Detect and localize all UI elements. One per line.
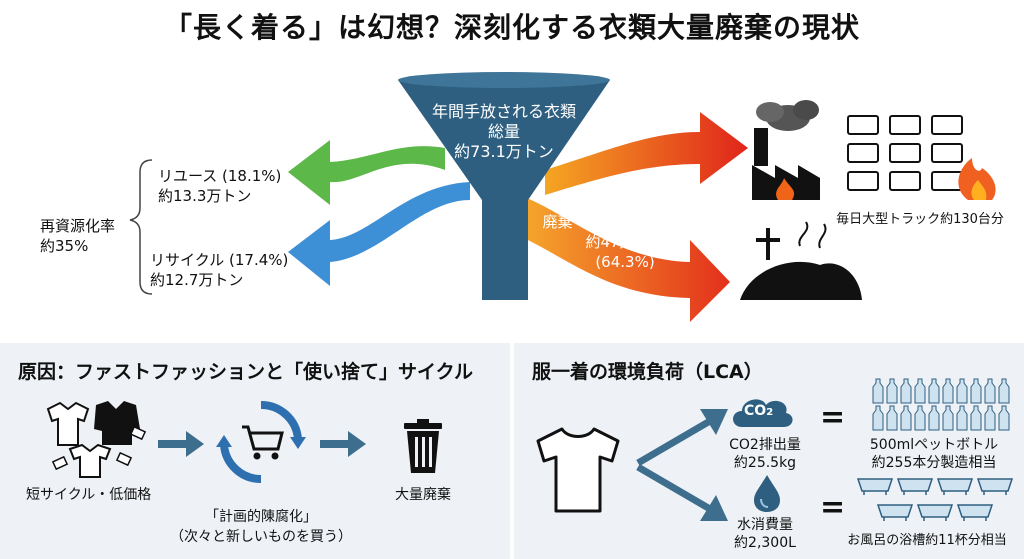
clothes-icon xyxy=(46,401,147,478)
recycle-label-2: 約12.7万トン xyxy=(150,271,244,289)
trash-can-icon xyxy=(404,419,442,473)
cycle-label-1: 「計画的陳腐化」 xyxy=(205,509,317,525)
funnel-label-3: 約73.1万トン xyxy=(454,142,554,161)
trash-label: 大量廃棄 xyxy=(395,487,451,503)
arrow-right-icon-2 xyxy=(320,431,366,457)
bottle-mark xyxy=(956,378,968,404)
factory-icon xyxy=(752,100,820,200)
recycle-rate-label-2: 約35% xyxy=(40,237,89,255)
disposal-arrow-lower xyxy=(505,190,730,322)
bottle-mark xyxy=(886,378,898,404)
bottle-mark xyxy=(914,405,926,431)
bottle-mark xyxy=(900,405,912,431)
tshirt-icon xyxy=(536,427,620,513)
bathtub-mark xyxy=(856,478,894,495)
bottle-mark xyxy=(886,405,898,431)
bottle-mark xyxy=(872,405,884,431)
recycle-rate-label-1: 再資源化率 xyxy=(40,217,116,235)
funnel-label-2: 総量 xyxy=(487,122,520,141)
lca-panel-title: 服一着の環境負荷（LCA） xyxy=(532,361,763,383)
reuse-arrow xyxy=(288,140,445,205)
arrow-right-icon xyxy=(158,431,204,457)
disposal-label-3: (64.3%) xyxy=(595,253,655,271)
bottle-mark xyxy=(998,378,1010,404)
truck-label: 毎日大型トラック約130台分 xyxy=(836,212,1004,227)
bottle-mark xyxy=(900,378,912,404)
bathtubs-icon xyxy=(856,478,1014,521)
bottle-mark xyxy=(984,378,996,404)
disposal-label-2: 約47万トン xyxy=(585,233,665,251)
co2-symbol: CO2 xyxy=(744,403,774,419)
bottle-mark xyxy=(998,405,1010,431)
bathtub-mark xyxy=(956,504,994,521)
lca-panel: 服一着の環境負荷（LCA） CO2 CO2排出量 約25.5kg = 500ml… xyxy=(514,343,1024,559)
bottle-mark xyxy=(872,378,884,404)
flow-diagram xyxy=(129,72,996,322)
cause-panel: 原因：ファストファッションと「使い捨て」サイクル 短サイクル・低価格 大量廃棄 … xyxy=(0,343,510,559)
page-title: 「長く着る」は幻想？深刻化する衣類大量廃棄の現状 xyxy=(163,11,860,44)
funnel-shape xyxy=(398,80,610,300)
funnel-rim xyxy=(398,72,610,88)
clothes-label: 短サイクル・低価格 xyxy=(26,487,152,503)
cycle-label-2: （次々と新しいものを買う） xyxy=(170,529,352,545)
bottle-mark xyxy=(914,378,926,404)
landfill-icon xyxy=(740,221,862,300)
bottle-mark xyxy=(970,378,982,404)
disposal-arrow-upper xyxy=(545,112,748,195)
water-label-1: 水消費量 xyxy=(737,517,793,533)
bathtub-mark xyxy=(896,478,934,495)
bathtub-mark xyxy=(876,504,914,521)
reuse-label-2: 約13.3万トン xyxy=(158,187,252,205)
bathtub-mark xyxy=(976,478,1014,495)
funnel-label-1: 年間手放される衣類 xyxy=(431,102,576,121)
water-label-2: 約2,300L xyxy=(734,535,796,551)
bottle-mark xyxy=(928,378,940,404)
cycle-cart-icon xyxy=(216,400,306,484)
disposal-label-1: 廃棄（焼却・埋め立て） xyxy=(542,213,708,231)
co2-label-2: 約25.5kg xyxy=(733,455,797,471)
cause-panel-title: 原因：ファストファッションと「使い捨て」サイクル xyxy=(18,361,474,383)
bottles-label-2: 約255本分製造相当 xyxy=(871,455,997,471)
bottles-icon xyxy=(872,378,1010,431)
equals-sign-top: = xyxy=(820,400,846,435)
branch-arrows-icon xyxy=(636,409,728,521)
bottle-mark xyxy=(970,405,982,431)
bathtub-mark xyxy=(916,504,954,521)
fire-icon xyxy=(958,158,996,200)
bottle-mark xyxy=(942,405,954,431)
bottle-mark xyxy=(928,405,940,431)
bottles-label-1: 500mlペットボトル xyxy=(869,437,999,453)
recycle-rate-bracket xyxy=(129,159,153,295)
bottle-mark xyxy=(984,405,996,431)
bottle-mark xyxy=(942,378,954,404)
trucks-icon xyxy=(847,115,963,191)
bottle-mark xyxy=(956,405,968,431)
bath-label: お風呂の浴槽約11杯分相当 xyxy=(847,533,1007,548)
equals-sign-bottom: = xyxy=(820,490,846,525)
recycle-arrow xyxy=(288,182,470,286)
co2-cloud-icon xyxy=(733,399,793,427)
recycle-label-1: リサイクル (17.4%) xyxy=(150,251,289,269)
reuse-label-1: リユース (18.1%) xyxy=(158,167,282,185)
water-drop-icon xyxy=(754,475,780,512)
bathtub-mark xyxy=(936,478,974,495)
co2-label-1: CO2排出量 xyxy=(729,437,801,453)
